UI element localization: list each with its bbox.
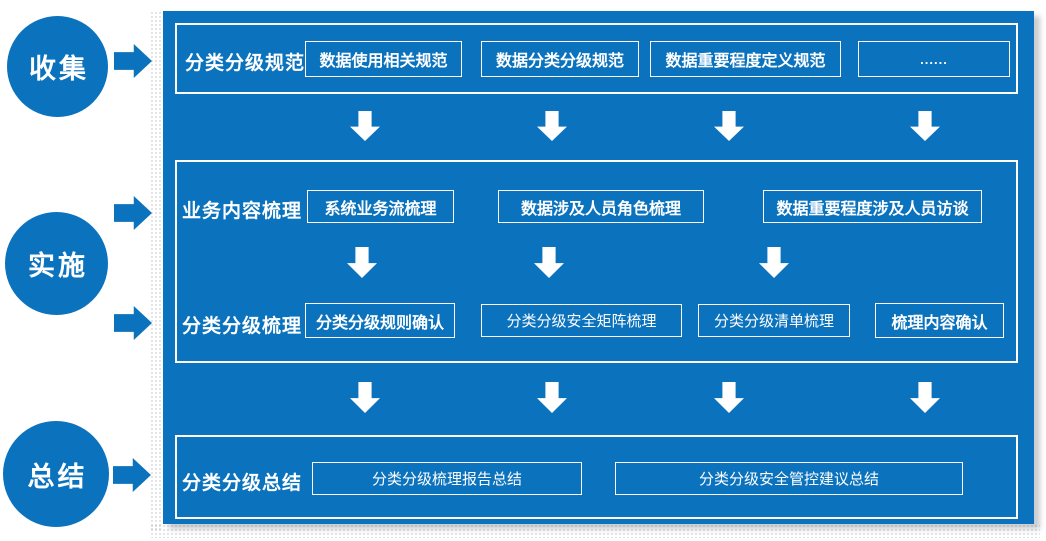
down-arrow-icon-8 (350, 382, 380, 413)
down-arrow-icon-3 (714, 111, 744, 141)
section-box-summary (175, 435, 1018, 519)
flow-panel: 分类分级规范 数据使用相关规范 数据分类分级规范 数据重要程度定义规范 ....… (163, 11, 1034, 524)
item-box-personnel-roles: 数据涉及人员角色梳理 (498, 190, 704, 223)
section-box-implementation (175, 160, 1018, 363)
item-box-importance-definition-spec: 数据重要程度定义规范 (650, 41, 841, 77)
down-arrow-icon-4 (910, 111, 940, 141)
stage-circle-collect: 收集 (7, 16, 108, 117)
item-box-data-usage-spec: 数据使用相关规范 (305, 41, 462, 77)
item-box-classification-spec: 数据分类分级规范 (481, 41, 639, 77)
row-label-business-content: 业务内容梳理 (182, 201, 303, 222)
row-label-summary: 分类分级总结 (182, 473, 303, 494)
right-arrow-icon-collect (114, 44, 152, 78)
down-arrow-icon-10 (714, 382, 744, 413)
down-arrow-icon-2 (537, 111, 567, 141)
stage-label-collect: 收集 (29, 54, 89, 84)
item-box-importance-interviews: 数据重要程度涉及人员访谈 (763, 190, 982, 223)
item-box-system-business-flow: 系统业务流梳理 (307, 190, 454, 223)
page-texture-left (150, 11, 163, 530)
item-box-inventory-sorting: 分类分级清单梳理 (698, 304, 850, 337)
down-arrow-icon-9 (537, 382, 567, 413)
stage-circle-implement: 实施 (5, 212, 108, 315)
item-box-more-specs: ...... (858, 41, 1010, 77)
section-box-specs (175, 23, 1018, 94)
stage-label-summarize: 总结 (27, 461, 88, 492)
stage-circle-summarize: 总结 (3, 421, 109, 527)
item-box-content-confirmation: 梳理内容确认 (875, 303, 1004, 338)
item-box-security-matrix: 分类分级安全矩阵梳理 (481, 304, 682, 337)
down-arrow-icon-1 (350, 111, 380, 141)
right-arrow-icon-summarize (113, 458, 151, 492)
down-arrow-icon-11 (910, 382, 940, 413)
right-arrow-icon-implement-bottom (114, 306, 152, 340)
row-label-specs: 分类分级规范 (185, 53, 306, 74)
stage-label-implement: 实施 (28, 251, 88, 281)
item-box-control-suggestions-summary: 分类分级安全管控建议总结 (615, 462, 963, 495)
item-box-rule-confirmation: 分类分级规则确认 (305, 303, 455, 338)
row-label-classification-sorting: 分类分级梳理 (182, 316, 303, 337)
right-arrow-icon-implement-top (114, 196, 152, 230)
page-texture-bottom (150, 524, 1040, 538)
item-box-report-summary: 分类分级梳理报告总结 (312, 462, 582, 495)
